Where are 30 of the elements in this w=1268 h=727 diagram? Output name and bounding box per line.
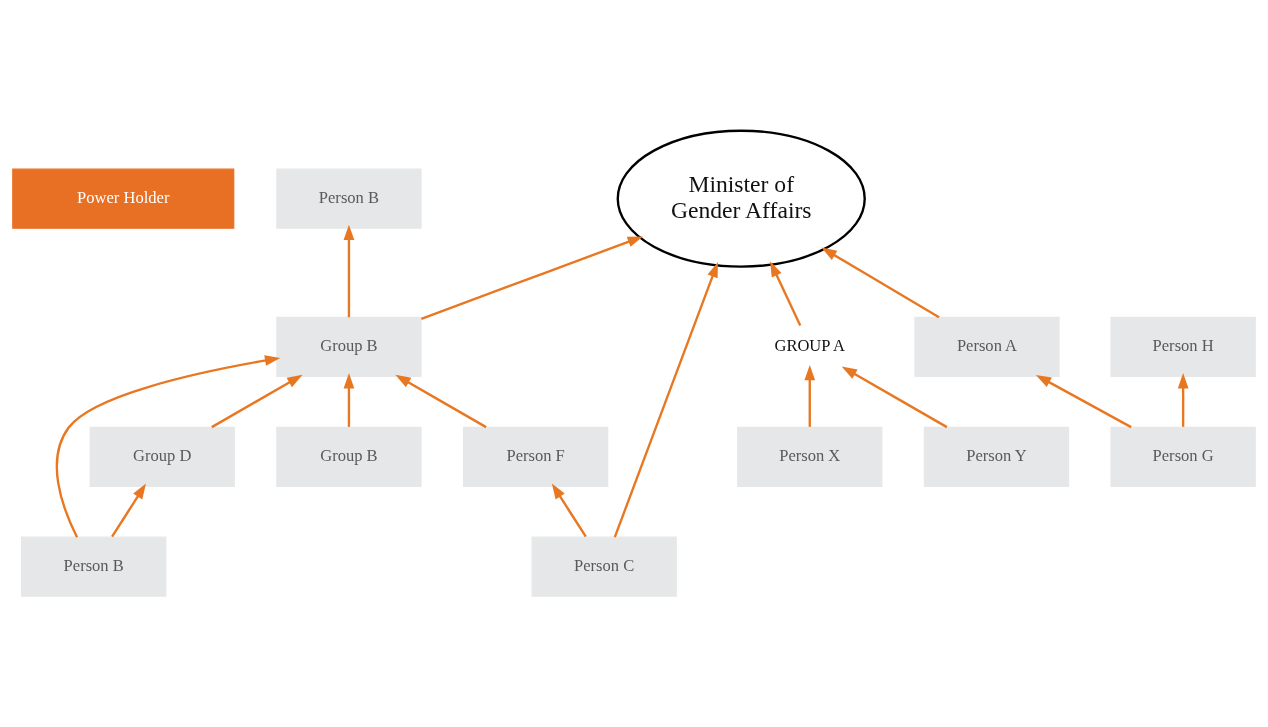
arrow: [804, 364, 816, 427]
arrow: [1035, 374, 1132, 429]
node-box: Power Holder: [12, 168, 235, 229]
node-box: Person G: [1110, 426, 1256, 487]
arrow: [343, 224, 355, 318]
arrow: [841, 366, 948, 429]
node-box: Person A: [914, 316, 1060, 378]
node-box: Person X: [737, 426, 883, 487]
arrow: [211, 374, 303, 429]
node-box: Person C: [531, 536, 677, 597]
arrow: [55, 355, 281, 538]
arrow: [770, 261, 802, 326]
arrow: [420, 236, 644, 320]
arrow: [1177, 373, 1189, 427]
node-box: Person F: [462, 426, 609, 487]
node-box: Person H: [1110, 316, 1256, 378]
arrow: [395, 374, 487, 429]
node-box: Group D: [89, 426, 235, 487]
node-box: Person Y: [923, 426, 1070, 487]
node-text: GROUP A: [774, 336, 846, 356]
node-box: Group B: [276, 316, 422, 378]
arrow: [343, 373, 355, 427]
node-box: Person B: [21, 536, 167, 597]
node-ellipse: Minister of Gender Affairs: [616, 129, 866, 268]
node-box: Person B: [276, 168, 422, 229]
arrow: [111, 483, 146, 538]
arrow: [821, 247, 940, 319]
node-box: Group B: [276, 426, 422, 487]
arrow: [613, 261, 718, 538]
arrow: [551, 483, 587, 538]
